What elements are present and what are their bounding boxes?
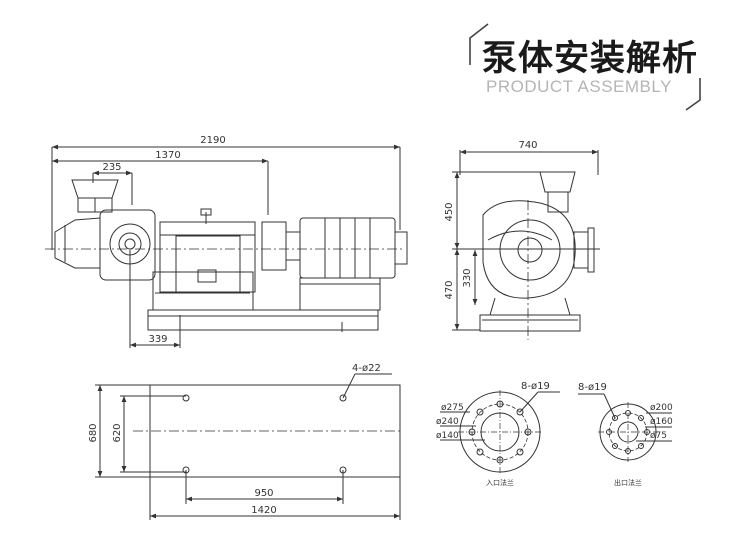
base-plan-drawing	[95, 373, 401, 520]
page-title: 泵体安装解析	[482, 39, 699, 79]
side-view-drawing	[45, 144, 408, 348]
dim-base-inner-width: 620	[112, 423, 123, 442]
outlet-outer-diameter: ø200	[650, 403, 673, 413]
dim-upper-height: 450	[444, 202, 455, 221]
outlet-bolt-circle-diameter: ø160	[650, 417, 673, 427]
inlet-flange-drawing	[440, 390, 560, 474]
inlet-bolt-circle-diameter: ø240	[436, 417, 459, 427]
inlet-flange-caption: 入口法兰	[486, 478, 514, 487]
inlet-bore-diameter: ø140	[436, 431, 459, 441]
dim-front-width: 740	[518, 140, 537, 151]
inlet-bolts-label: 8-ø19	[521, 381, 550, 392]
dim-shaft-height: 330	[462, 268, 473, 287]
dim-base-outer-width: 680	[88, 423, 99, 442]
dim-pump-to-coupling: 1370	[155, 150, 180, 161]
dim-base-holes: 4-ø22	[352, 363, 381, 374]
dim-inlet-offset: 235	[102, 162, 121, 173]
page-subtitle: PRODUCT ASSEMBLY	[486, 77, 672, 96]
outlet-flange-caption: 出口法兰	[614, 478, 642, 487]
front-view-drawing	[452, 149, 600, 340]
dim-base-length: 1420	[251, 505, 276, 516]
dim-base-offset: 339	[148, 334, 167, 345]
outlet-flange-drawing	[578, 393, 672, 462]
inlet-outer-diameter: ø275	[441, 403, 464, 413]
dim-total-length: 2190	[200, 135, 225, 146]
dim-hole-spacing: 950	[254, 488, 273, 499]
dim-lower-height: 470	[444, 280, 455, 299]
outlet-bore-diameter: ø75	[650, 431, 667, 441]
outlet-bolts-label: 8-ø19	[578, 382, 607, 393]
title-bracket	[469, 23, 701, 111]
